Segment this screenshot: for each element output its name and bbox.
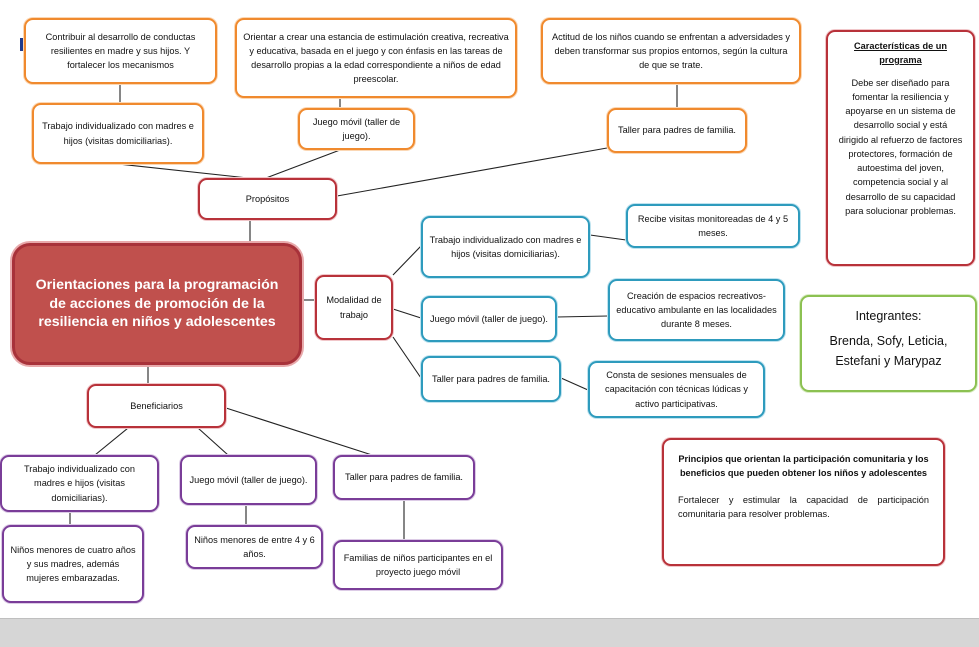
caracteristicas-box: Características de un programa Debe ser … — [826, 30, 975, 266]
detail-text: Creación de espacios recreativos-educati… — [616, 290, 777, 330]
program-text: Trabajo individualizado con madres e hij… — [429, 234, 582, 259]
program-text: Juego móvil (taller de juego). — [430, 313, 548, 324]
program-text: Trabajo individualizado con madres e hij… — [24, 464, 135, 503]
integrantes-box: Integrantes: Brenda, Sofy, Leticia, Este… — [800, 295, 977, 392]
beneficiario-program-trabajo: Trabajo individualizado con madres e hij… — [0, 455, 159, 512]
proposito-program-trabajo: Trabajo individualizado con madres e hij… — [32, 103, 204, 164]
beneficiarios-node: Beneficiarios — [87, 384, 226, 428]
goal-text: Orientar a crear una estancia de estimul… — [243, 31, 509, 85]
caracteristicas-title: Características de un programa — [854, 41, 947, 65]
beneficiario-detail-menores-cuatro: Niños menores de cuatro años y sus madre… — [2, 525, 144, 603]
cursor-marker — [20, 38, 23, 51]
main-title-box: Orientaciones para la programación de ac… — [12, 243, 302, 365]
detail-text: Niños menores de cuatro años y sus madre… — [10, 544, 136, 584]
beneficiario-program-taller: Taller para padres de familia. — [333, 455, 475, 500]
detail-text: Recibe visitas monitoreadas de 4 y 5 mes… — [637, 213, 789, 238]
modalidad-program-taller: Taller para padres de familia. — [421, 356, 561, 402]
modalidad-program-juego: Juego móvil (taller de juego). — [421, 296, 557, 342]
modalidad-program-trabajo: Trabajo individualizado con madres e hij… — [421, 216, 590, 278]
program-text: Juego móvil (taller de juego). — [189, 474, 308, 485]
detail-text: Consta de sesiones mensuales de capacita… — [605, 370, 748, 409]
principios-body: Fortalecer y estimular la capacidad de p… — [678, 494, 929, 519]
goal-text: Contribuir al desarrollo de conductas re… — [45, 31, 196, 71]
window-bottom-bar — [0, 618, 979, 647]
propositos-label: Propósitos — [245, 193, 290, 204]
modalidad-detail-visitas: Recibe visitas monitoreadas de 4 y 5 mes… — [626, 204, 800, 248]
program-text: Taller para padres de familia. — [345, 472, 463, 483]
detail-text: Niños menores de entre 4 y 6 años. — [194, 534, 315, 559]
principios-title: Principios que orientan la participación… — [678, 454, 929, 479]
goal-text: Actitud de los niños cuando se enfrentan… — [551, 31, 790, 71]
program-text: Trabajo individualizado con madres e hij… — [42, 121, 194, 146]
beneficiario-detail-menores-seis: Niños menores de entre 4 y 6 años. — [186, 525, 323, 569]
caracteristicas-body: Debe ser diseñado para fomentar la resil… — [838, 77, 963, 216]
modalidad-detail-espacios: Creación de espacios recreativos-educati… — [608, 279, 785, 341]
modalidad-label: Modalidad de trabajo — [326, 295, 382, 320]
main-title: Orientaciones para la programación de ac… — [35, 277, 279, 331]
integrantes-title: Integrantes: — [855, 309, 922, 323]
proposito-program-taller: Taller para padres de familia. — [607, 108, 747, 153]
propositos-node: Propósitos — [198, 178, 337, 220]
goal-box-estimulacion: Orientar a crear una estancia de estimul… — [235, 18, 517, 98]
detail-text: Familias de niños participantes en el pr… — [343, 552, 493, 577]
program-text: Taller para padres de familia. — [432, 373, 550, 384]
goal-box-actitud: Actitud de los niños cuando se enfrentan… — [541, 18, 801, 84]
principios-box: Principios que orientan la participación… — [662, 438, 945, 566]
integrantes-names: Brenda, Sofy, Leticia, Estefani y Marypa… — [829, 334, 948, 368]
modalidad-node: Modalidad de trabajo — [315, 275, 393, 340]
modalidad-detail-sesiones: Consta de sesiones mensuales de capacita… — [588, 361, 765, 418]
program-text: Juego móvil (taller de juego). — [312, 116, 401, 141]
beneficiario-program-juego: Juego móvil (taller de juego). — [180, 455, 317, 505]
beneficiarios-label: Beneficiarios — [130, 400, 183, 411]
proposito-program-juego: Juego móvil (taller de juego). — [298, 108, 415, 150]
beneficiario-detail-familias: Familias de niños participantes en el pr… — [333, 540, 503, 590]
program-text: Taller para padres de familia. — [618, 125, 736, 136]
goal-box-resiliencia: Contribuir al desarrollo de conductas re… — [24, 18, 217, 84]
